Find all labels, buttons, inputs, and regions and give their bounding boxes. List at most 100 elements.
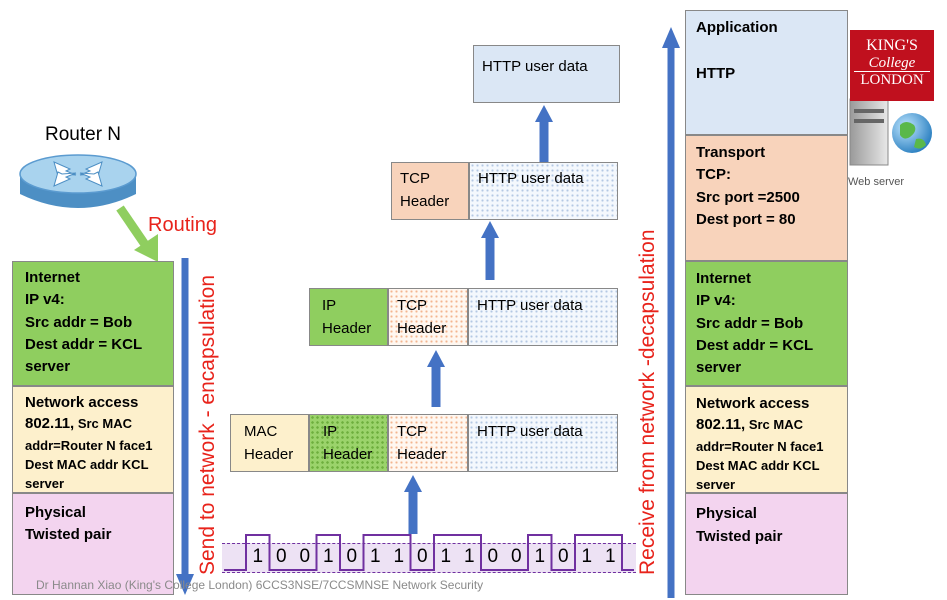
left-internet-line: Dest addr = KCL xyxy=(25,336,143,353)
bit-value: 1 xyxy=(369,546,381,567)
bit-value: 0 xyxy=(510,546,522,567)
left-netaccess-standard: 802.11, xyxy=(25,415,75,432)
right-network-access-layer: Network access 802.11, Src MAC addr=Rout… xyxy=(685,386,848,493)
bit-signal-waveform xyxy=(224,534,634,571)
right-transport-line: Src port =2500 xyxy=(696,189,800,206)
logo-line-3: LONDON xyxy=(854,71,930,88)
left-netaccess-line: addr=Router N face1 xyxy=(25,438,153,453)
bit-stream-band xyxy=(222,543,636,573)
left-network-access-layer: Network access 802.11, Src MAC addr=Rout… xyxy=(12,386,174,493)
bit-value: 1 xyxy=(534,546,546,567)
up-arrow xyxy=(427,350,445,407)
right-netaccess-line: Dest MAC addr KCL xyxy=(696,458,820,473)
right-application-title: Application xyxy=(696,19,778,36)
ip-header-block: IP Header xyxy=(309,288,388,346)
tcp-header-text: Header xyxy=(397,446,447,463)
right-internet-layer: Internet IP v4: Src addr = Bob Dest addr… xyxy=(685,261,848,386)
right-netaccess-title: Network access xyxy=(696,395,810,412)
tcp-header-text: TCP xyxy=(397,297,427,314)
web-server-icon xyxy=(849,98,932,166)
tcp-header-text: Header xyxy=(400,193,450,210)
bit-value: 1 xyxy=(581,546,593,567)
routing-label: Routing xyxy=(148,214,217,236)
bit-value: 0 xyxy=(275,546,287,567)
left-netaccess-line: server xyxy=(25,476,65,491)
left-physical-title: Physical xyxy=(25,504,86,521)
http-data-text: HTTP user data xyxy=(482,58,588,75)
ip-header-block: IP Header xyxy=(309,414,388,472)
bit-value: 0 xyxy=(299,546,311,567)
left-netaccess-title: Network access xyxy=(25,394,139,411)
ip-header-text: IP xyxy=(322,297,337,314)
left-internet-layer: Internet IP v4: Src addr = Bob Dest addr… xyxy=(12,261,174,386)
mac-header-text: MAC xyxy=(244,423,278,440)
http-data-text: HTTP user data xyxy=(477,297,583,314)
left-internet-line: server xyxy=(25,358,71,375)
right-netaccess-line: addr=Router N face1 xyxy=(696,439,824,454)
kings-college-logo: KING'S College LONDON xyxy=(850,30,934,101)
tcp-header-block: TCP Header xyxy=(391,162,469,220)
decapsulation-label: Receive from network -decapsulation xyxy=(636,229,659,576)
right-internet-title: Internet xyxy=(696,270,752,287)
http-data-block: HTTP user data xyxy=(469,162,618,220)
right-physical-line: Twisted pair xyxy=(696,528,783,545)
mac-header-block: MAC Header xyxy=(230,414,309,472)
decapsulation-arrow xyxy=(662,27,680,598)
routing-arrow xyxy=(116,205,158,262)
right-netaccess-line: server xyxy=(696,477,736,492)
mac-header-text: Header xyxy=(244,446,294,463)
right-application-layer: Application HTTP xyxy=(685,10,848,135)
encapsulation-label: Send to network - encapsulation xyxy=(196,274,219,575)
bit-value: 0 xyxy=(557,546,569,567)
up-arrow xyxy=(404,475,422,534)
web-server-label: Web server xyxy=(848,176,905,188)
http-data-text: HTTP user data xyxy=(477,423,583,440)
left-internet-line: Src addr = Bob xyxy=(25,314,133,331)
bit-value: 1 xyxy=(463,546,475,567)
left-netaccess-line1: 802.11, Src MAC xyxy=(25,413,132,435)
bit-value: 0 xyxy=(416,546,428,567)
http-data-block: HTTP user data xyxy=(468,414,618,472)
ip-header-text: Header xyxy=(322,320,372,337)
right-internet-line: IP v4: xyxy=(696,292,736,309)
logo-line-1: KING'S xyxy=(866,37,918,54)
signal-trace xyxy=(224,534,634,571)
right-application-line: HTTP xyxy=(696,65,736,82)
bit-value: 1 xyxy=(252,546,264,567)
right-transport-line: TCP: xyxy=(696,166,731,183)
footer-credit: Dr Hannan Xiao (King's College London) 6… xyxy=(36,578,484,592)
http-data-block: HTTP user data xyxy=(468,288,618,346)
bit-value: 1 xyxy=(440,546,452,567)
bit-value: 1 xyxy=(322,546,334,567)
router-label: Router N xyxy=(45,124,122,145)
left-physical-layer: Physical Twisted pair xyxy=(12,493,174,595)
router-icon xyxy=(19,154,137,208)
right-transport-layer: Transport TCP: Src port =2500 Dest port … xyxy=(685,135,848,261)
bit-value: 0 xyxy=(487,546,499,567)
bit-value: 1 xyxy=(604,546,616,567)
right-internet-line: server xyxy=(696,359,742,376)
bit-value: 0 xyxy=(346,546,358,567)
tcp-header-text: Header xyxy=(397,320,447,337)
right-internet-line: Dest addr = KCL xyxy=(696,337,814,354)
ip-header-text: Header xyxy=(323,446,373,463)
left-netaccess-src-mac: Src MAC xyxy=(74,416,133,431)
left-physical-line: Twisted pair xyxy=(25,526,112,543)
ip-header-text: IP xyxy=(323,423,338,440)
right-transport-title: Transport xyxy=(696,144,766,161)
left-internet-line: IP v4: xyxy=(25,291,65,308)
right-internet-line: Src addr = Bob xyxy=(696,315,804,332)
encapsulation-arrow xyxy=(176,258,194,595)
tcp-header-block: TCP Header xyxy=(388,414,468,472)
right-netaccess-line1: 802.11, Src MAC xyxy=(696,414,803,436)
left-internet-title: Internet xyxy=(25,269,81,286)
right-netaccess-standard: 802.11, xyxy=(696,416,746,433)
right-physical-layer: Physical Twisted pair xyxy=(685,493,848,595)
http-data-text: HTTP user data xyxy=(478,170,584,187)
left-netaccess-line: Dest MAC addr KCL xyxy=(25,457,149,472)
http-data-block: HTTP user data xyxy=(473,45,620,103)
up-arrow xyxy=(535,105,553,162)
logo-line-2: College xyxy=(868,55,916,71)
tcp-header-block: TCP Header xyxy=(388,288,468,346)
tcp-header-text: TCP xyxy=(397,423,427,440)
